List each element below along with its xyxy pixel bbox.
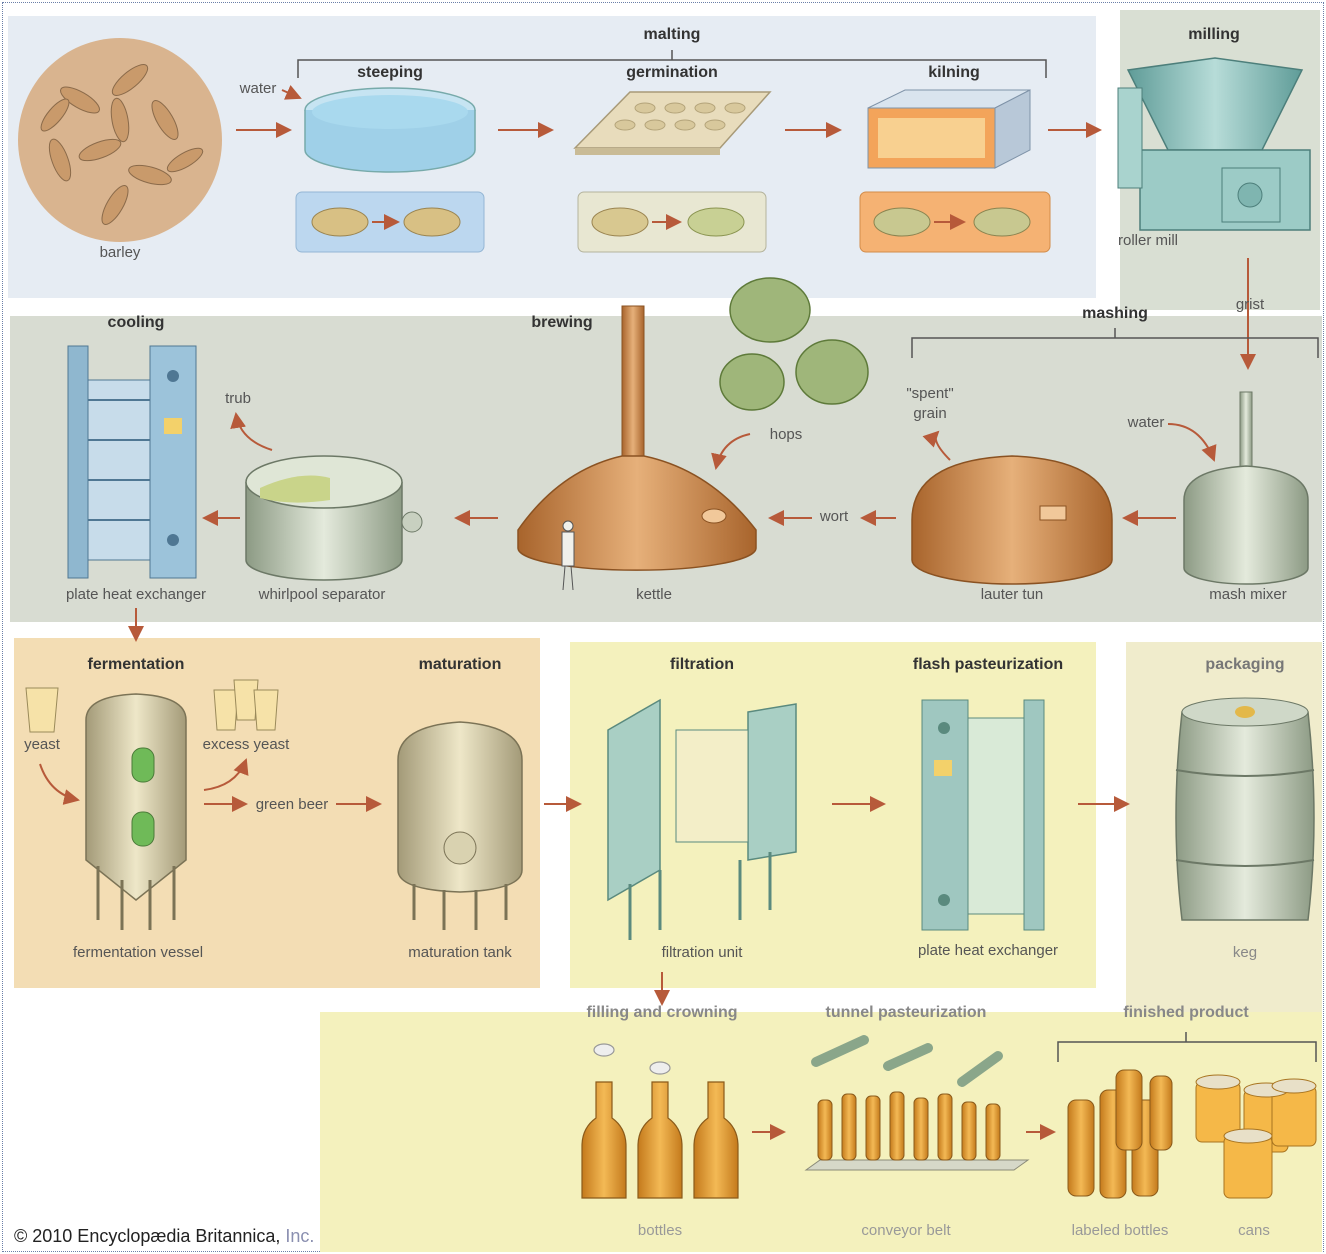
label-hops: hops	[770, 426, 803, 443]
conveyor-belt-art	[806, 1040, 1028, 1170]
header-fermentation: fermentation	[88, 656, 185, 674]
credit-faded: Inc.	[280, 1226, 314, 1246]
label-labeled-bottles: labeled bottles	[1072, 1222, 1169, 1239]
label-wort: wort	[820, 508, 848, 525]
header-mashing: mashing	[1082, 305, 1148, 323]
label-barley: barley	[100, 244, 141, 261]
label-roller-mill: roller mill	[1118, 232, 1178, 249]
kilning-box-art	[868, 90, 1030, 168]
label-trub: trub	[225, 390, 251, 407]
mash-mixer-art	[1184, 392, 1308, 584]
label-fermentation-vessel: fermentation vessel	[73, 944, 203, 961]
header-milling: milling	[1188, 26, 1240, 44]
label-grist: grist	[1236, 296, 1264, 313]
hops-art	[720, 278, 868, 410]
label-kettle: kettle	[636, 586, 672, 603]
header-flash-pasteurization: flash pasteurization	[913, 656, 1063, 674]
flash-plate-heat-exchanger-art	[922, 700, 1044, 930]
label-plate-heat-exchanger-cooling: plate heat exchanger	[66, 586, 206, 603]
header-maturation: maturation	[419, 656, 502, 674]
header-kilning: kilning	[928, 64, 980, 82]
label-water-malting: water	[240, 80, 277, 97]
label-water-mashing: water	[1128, 414, 1165, 431]
keg-art	[1176, 698, 1314, 920]
header-finished-product: finished product	[1123, 1004, 1248, 1022]
label-conveyor-belt: conveyor belt	[861, 1222, 950, 1239]
yeast-glass-art	[26, 688, 58, 732]
label-mash-mixer: mash mixer	[1209, 586, 1287, 603]
fermentation-vessel-art	[86, 694, 186, 930]
kettle-art	[518, 306, 756, 590]
credit-main: © 2010 Encyclopædia Britannica,	[14, 1226, 280, 1246]
germination-tray-art	[575, 92, 770, 155]
filtration-unit-art	[608, 700, 796, 940]
label-excess-yeast: excess yeast	[203, 736, 290, 753]
label-spent-grain: "spent" grain	[906, 384, 953, 424]
labeled-bottles-art	[1068, 1070, 1172, 1198]
label-lauter-tun: lauter tun	[981, 586, 1044, 603]
header-filling-and-crowning: filling and crowning	[586, 1004, 737, 1022]
label-plate-heat-exchanger-flash: plate heat exchanger	[918, 942, 1058, 959]
bottles-art	[582, 1044, 738, 1198]
label-cans: cans	[1238, 1222, 1270, 1239]
header-packaging: packaging	[1205, 656, 1284, 674]
roller-mill-art	[1118, 58, 1310, 230]
header-brewing: brewing	[531, 314, 592, 332]
barley-pile-art	[18, 38, 222, 242]
label-bottles: bottles	[638, 1222, 682, 1239]
cans-art	[1196, 1075, 1316, 1198]
label-yeast: yeast	[24, 736, 60, 753]
header-germination: germination	[626, 64, 718, 82]
label-green-beer: green beer	[256, 796, 329, 813]
label-keg: keg	[1233, 944, 1257, 961]
label-maturation-tank: maturation tank	[408, 944, 511, 961]
copyright-credit: © 2010 Encyclopædia Britannica, Inc.	[14, 1226, 314, 1247]
header-cooling: cooling	[108, 314, 165, 332]
steeping-tub-art	[305, 88, 475, 172]
maturation-tank-art	[398, 722, 522, 930]
header-tunnel-pasteurization: tunnel pasteurization	[826, 1004, 987, 1022]
cooling-heat-exchanger-art	[68, 346, 196, 578]
header-filtration: filtration	[670, 656, 734, 674]
lauter-tun-art	[912, 456, 1112, 584]
whirlpool-separator-art	[246, 456, 422, 580]
header-malting: malting	[644, 26, 701, 44]
header-steeping: steeping	[357, 64, 423, 82]
label-filtration-unit: filtration unit	[662, 944, 743, 961]
excess-yeast-glasses-art	[214, 680, 278, 730]
label-whirlpool-separator: whirlpool separator	[259, 586, 386, 603]
